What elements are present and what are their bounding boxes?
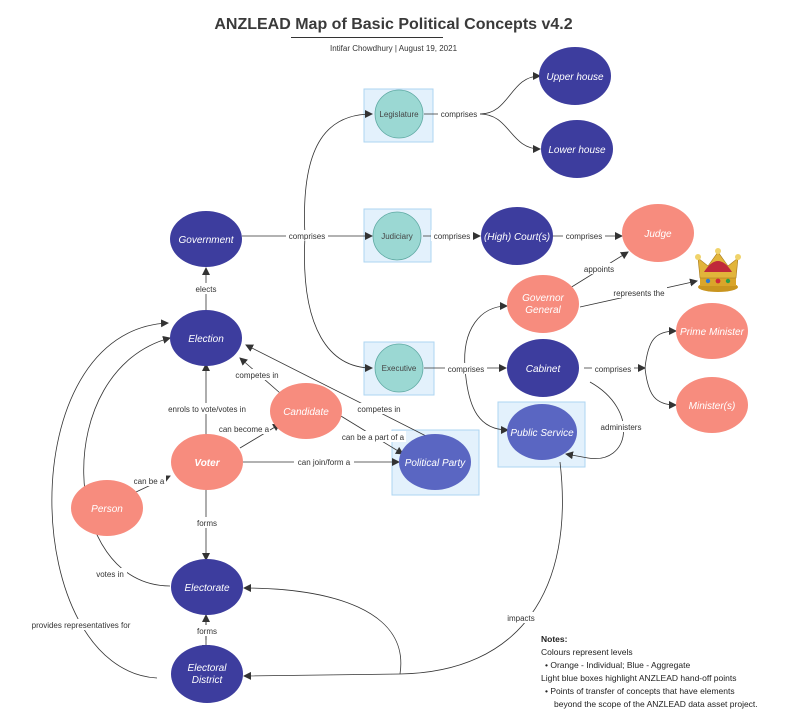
node-political-party[interactable]: Political Party: [399, 434, 471, 490]
node-cabinet[interactable]: Cabinet: [507, 339, 579, 397]
edge-voter-candidate: [239, 423, 281, 449]
ministers-label: Minister(s): [689, 401, 736, 412]
edge-electorate-votes-in: [83, 335, 171, 587]
judiciary-label: Judiciary: [381, 232, 413, 241]
label-administers: administers: [601, 423, 642, 432]
label-forms-electorate: forms: [197, 519, 217, 528]
label-appoints: appoints: [584, 265, 614, 274]
political-party-label: Political Party: [405, 458, 467, 469]
edge-executive-ps: [464, 367, 509, 434]
edge-labels: comprises comprises comprises comprises …: [30, 108, 667, 636]
label-represents-the: represents the: [613, 289, 665, 298]
legislature-label: Legislature: [379, 110, 419, 119]
candidate-label: Candidate: [283, 407, 329, 418]
title-underline: [291, 37, 443, 38]
person-label: Person: [91, 504, 123, 515]
edge-to-legislature: [304, 110, 373, 237]
label-provides-reps: provides representatives for: [32, 621, 131, 630]
node-prime-minister[interactable]: Prime Minister: [676, 303, 748, 359]
node-lower-house[interactable]: Lower house: [541, 120, 613, 178]
node-governor-general[interactable]: Governor General: [507, 275, 579, 333]
node-upper-house[interactable]: Upper house: [539, 47, 611, 105]
edge-party-election: [245, 344, 431, 439]
public-service-label: Public Service: [510, 428, 574, 439]
edge-to-pm: [644, 327, 677, 369]
edge-to-ministers: [644, 367, 677, 409]
node-election[interactable]: Election: [170, 310, 242, 366]
label-party-competes-in: competes in: [357, 405, 400, 414]
node-person[interactable]: Person: [71, 480, 143, 536]
notes-heading: Notes:: [541, 634, 568, 644]
notes-panel: Notes: Colours represent levels • Orange…: [541, 633, 758, 711]
label-executive-comprises: comprises: [448, 365, 484, 374]
governor-general-label-1: Governor: [522, 293, 564, 304]
node-high-court[interactable]: (High) Court(s): [481, 207, 553, 265]
judge-label: Judge: [643, 229, 672, 240]
node-government[interactable]: Government: [170, 211, 242, 267]
page-title: ANZLEAD Map of Basic Political Concepts …: [214, 16, 573, 33]
label-government-comprises: comprises: [289, 232, 325, 241]
election-label: Election: [188, 334, 224, 345]
nodes: Legislature Upper house Lower house Judi…: [71, 47, 748, 703]
label-court-comprises: comprises: [566, 232, 602, 241]
edge-cabinet-ps: [565, 381, 625, 460]
node-judge[interactable]: Judge: [622, 204, 694, 262]
government-label: Government: [178, 235, 234, 246]
node-executive[interactable]: Executive: [374, 343, 424, 393]
crown-icon: [695, 248, 741, 292]
label-can-be-part: can be a part of a: [342, 433, 405, 442]
node-public-service[interactable]: Public Service: [507, 404, 577, 460]
edge-executive-gg: [464, 302, 508, 369]
label-candidate-competes-in: competes in: [235, 371, 278, 380]
node-electorate[interactable]: Electorate: [171, 559, 243, 615]
label-can-be-a: can be a: [134, 477, 165, 486]
notes-line-2: • Orange - Individual; Blue - Aggregate: [545, 660, 691, 670]
edge-to-electorate: [243, 584, 402, 675]
label-votes-in: votes in: [96, 570, 124, 579]
prime-minister-label: Prime Minister: [680, 327, 745, 338]
electoral-district-label-1: Electoral: [188, 663, 228, 674]
cabinet-label: Cabinet: [526, 364, 562, 375]
label-enrols: enrols to vote/votes in: [168, 405, 246, 414]
label-can-become: can become a: [219, 425, 270, 434]
notes-line-5: beyond the scope of the ANZLEAD data ass…: [554, 699, 758, 709]
label-cabinet-comprises: comprises: [595, 365, 631, 374]
node-ministers[interactable]: Minister(s): [676, 377, 748, 433]
notes-line-1: Colours represent levels: [541, 647, 633, 657]
label-judiciary-comprises: comprises: [434, 232, 470, 241]
electoral-district-label-2: District: [192, 675, 224, 686]
high-court-label: (High) Court(s): [484, 232, 550, 243]
label-forms-district: forms: [197, 627, 217, 636]
lower-house-label: Lower house: [548, 145, 606, 156]
edge-to-executive: [304, 235, 373, 372]
notes-line-4: • Points of transfer of concepts that ha…: [545, 686, 735, 696]
label-elects: elects: [196, 285, 217, 294]
page-subtitle: Intifar Chowdhury | August 19, 2021: [329, 44, 458, 53]
upper-house-label: Upper house: [546, 72, 604, 83]
node-voter[interactable]: Voter: [171, 434, 243, 490]
voter-label: Voter: [194, 458, 220, 469]
label-legislature-comprises: comprises: [441, 110, 477, 119]
node-candidate[interactable]: Candidate: [270, 383, 342, 439]
governor-general-label-2: General: [525, 305, 561, 316]
label-can-join: can join/form a: [298, 458, 351, 467]
node-judiciary[interactable]: Judiciary: [372, 211, 422, 261]
notes-line-3: Light blue boxes highlight ANZLEAD hand-…: [541, 673, 737, 683]
electorate-label: Electorate: [184, 583, 229, 594]
label-impacts: impacts: [507, 614, 535, 623]
node-electoral-district[interactable]: Electoral District: [171, 645, 243, 703]
executive-label: Executive: [382, 364, 417, 373]
edge-legislature-lower: [479, 113, 541, 153]
node-legislature[interactable]: Legislature: [374, 89, 424, 139]
